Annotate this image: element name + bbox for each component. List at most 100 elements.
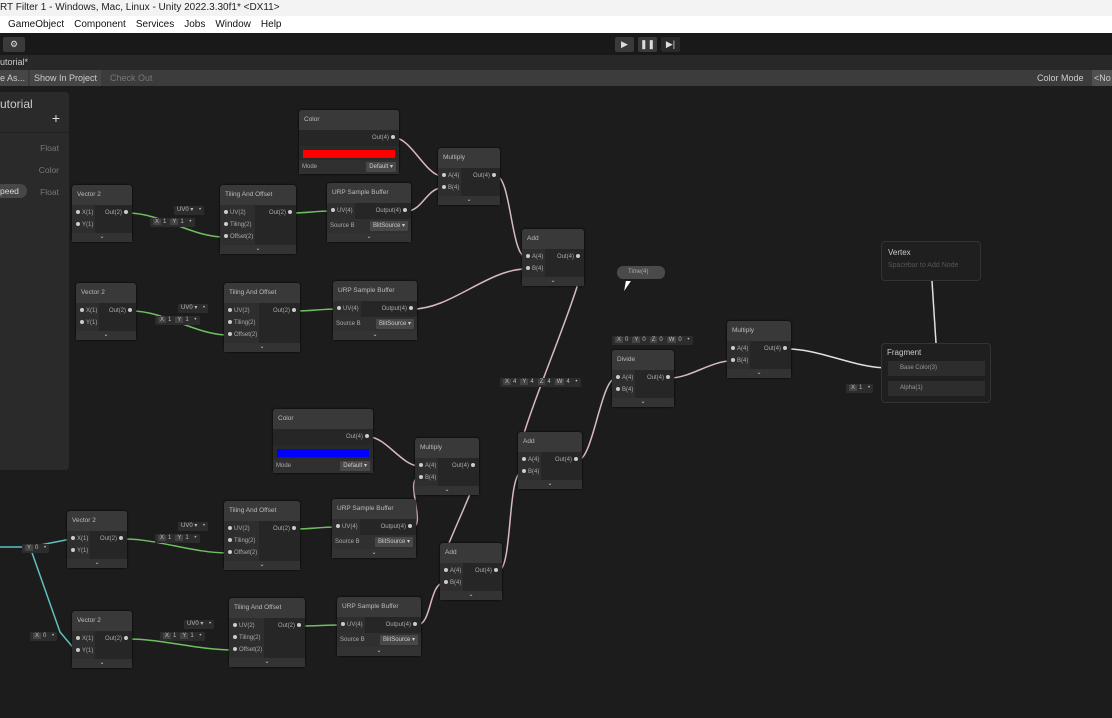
fragment-port-base-color[interactable]: Base Color(3)	[888, 361, 985, 376]
chevron-down-icon[interactable]: ⌄	[224, 561, 300, 570]
chevron-down-icon[interactable]: ⌄	[522, 277, 584, 286]
input-port[interactable]: UV(4)	[329, 205, 353, 217]
input-port[interactable]: Tiling(2)	[231, 632, 262, 644]
add-property-button[interactable]: +	[51, 110, 60, 126]
output-port[interactable]: Out(4)	[465, 565, 500, 577]
menu-jobs[interactable]: Jobs	[184, 19, 206, 30]
input-port[interactable]: X(1)	[69, 533, 88, 545]
chevron-down-icon[interactable]: ⌄	[72, 659, 132, 668]
time-property-node[interactable]: Time(4)	[617, 266, 665, 279]
inline-input-value[interactable]: UV0 ▾ •	[184, 620, 215, 629]
output-port[interactable]: Out(4)	[275, 431, 371, 443]
output-port[interactable]: Out(2)	[97, 207, 130, 219]
field-dropdown[interactable]: BlitSource ▾	[379, 635, 418, 645]
chevron-down-icon[interactable]: ⌄	[337, 647, 421, 656]
settings-gear-icon[interactable]: ⚙	[3, 37, 25, 52]
input-port[interactable]: Offset(2)	[222, 231, 253, 243]
play-button[interactable]: ▶	[615, 37, 634, 52]
input-port[interactable]: A(4)	[440, 170, 459, 182]
input-port[interactable]: Y(1)	[78, 317, 97, 329]
chevron-down-icon[interactable]: ⌄	[220, 245, 296, 254]
chevron-down-icon[interactable]: ⌄	[727, 369, 791, 378]
input-port[interactable]: X(1)	[78, 305, 97, 317]
output-port[interactable]: Out(2)	[257, 207, 294, 219]
color-swatch[interactable]	[277, 449, 369, 457]
property-pill-speed[interactable]: peed	[0, 184, 27, 198]
menu-component[interactable]: Component	[74, 19, 126, 30]
chevron-down-icon[interactable]: ⌄	[333, 331, 417, 340]
menu-help[interactable]: Help	[260, 19, 282, 30]
output-port[interactable]: Output(4)	[357, 205, 409, 217]
input-port[interactable]: UV(4)	[335, 303, 359, 315]
menu-gameobject[interactable]: GameObject	[8, 19, 65, 30]
input-port[interactable]: X(1)	[74, 633, 93, 645]
input-port[interactable]: X(1)	[74, 207, 93, 219]
input-port[interactable]: B(4)	[440, 182, 459, 194]
input-port[interactable]: A(4)	[520, 454, 539, 466]
input-port[interactable]: A(4)	[417, 460, 436, 472]
output-port[interactable]: Output(4)	[367, 619, 419, 631]
menu-services[interactable]: Services	[135, 19, 175, 30]
check-out-button[interactable]: Check Out	[110, 73, 153, 83]
field-dropdown[interactable]: Default ▾	[340, 461, 370, 471]
input-port[interactable]: Offset(2)	[226, 329, 257, 341]
input-port[interactable]: Y(1)	[74, 219, 93, 231]
input-port[interactable]: UV(2)	[226, 523, 257, 535]
chevron-down-icon[interactable]: ⌄	[440, 591, 502, 600]
color-swatch[interactable]	[303, 150, 395, 158]
fragment-block[interactable]: Fragment Base Color(3) Alpha(1)	[881, 343, 991, 403]
input-port[interactable]: UV(4)	[334, 521, 358, 533]
chevron-down-icon[interactable]: ⌄	[224, 343, 300, 352]
step-button[interactable]: ▶|	[661, 37, 680, 52]
output-port[interactable]: Out(4)	[463, 170, 498, 182]
tab-shader-graph[interactable]: utorial*	[0, 57, 29, 67]
output-port[interactable]: Out(4)	[752, 343, 789, 355]
output-port[interactable]: Out(2)	[266, 620, 303, 632]
chevron-down-icon[interactable]: ⌄	[67, 559, 127, 568]
input-port[interactable]: UV(4)	[339, 619, 363, 631]
field-dropdown[interactable]: Default ▾	[366, 162, 396, 172]
chevron-down-icon[interactable]: ⌄	[518, 480, 582, 489]
input-port[interactable]: UV(2)	[222, 207, 253, 219]
output-port[interactable]: Out(2)	[261, 523, 298, 535]
field-dropdown[interactable]: BlitSource ▾	[375, 319, 414, 329]
input-port[interactable]: B(4)	[520, 466, 539, 478]
fragment-port-alpha[interactable]: Alpha(1)	[888, 381, 985, 396]
save-as-button[interactable]: e As...	[0, 70, 28, 86]
show-in-project-button[interactable]: Show In Project	[30, 70, 102, 86]
input-port[interactable]: UV(2)	[226, 305, 257, 317]
chevron-down-icon[interactable]: ⌄	[72, 233, 132, 242]
input-port[interactable]: A(4)	[524, 251, 543, 263]
chevron-down-icon[interactable]: ⌄	[76, 331, 136, 340]
vertex-block[interactable]: Vertex Spacebar to Add Node	[881, 241, 981, 281]
input-port[interactable]: UV(2)	[231, 620, 262, 632]
output-port[interactable]: Out(4)	[543, 454, 580, 466]
input-port[interactable]: B(4)	[524, 263, 543, 275]
chevron-down-icon[interactable]: ⌄	[332, 549, 416, 558]
input-port[interactable]: B(4)	[729, 355, 748, 367]
output-port[interactable]: Out(2)	[101, 305, 134, 317]
